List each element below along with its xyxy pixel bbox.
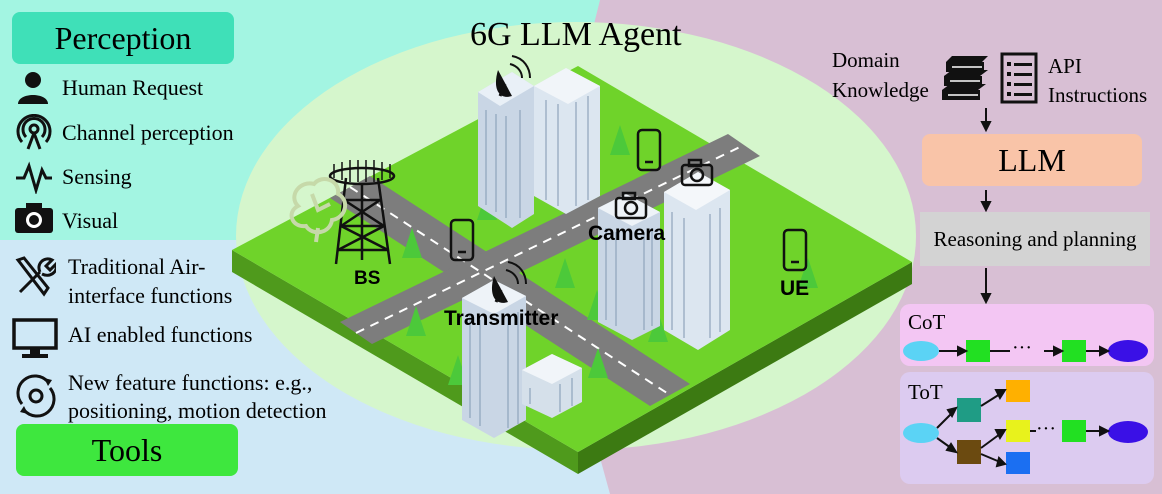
monitor-icon	[12, 318, 58, 358]
tools-item-new-feature-line1: New feature functions: e.g.,	[68, 370, 313, 395]
page-title: 6G LLM Agent	[470, 16, 682, 53]
perception-header: Perception	[12, 12, 234, 64]
tools-icon	[15, 256, 56, 297]
bs-label: BS	[354, 268, 381, 289]
perception-item-sensing: Sensing	[62, 164, 132, 189]
gear-refresh-icon	[16, 374, 56, 418]
reasoning-label: Reasoning and planning	[933, 226, 1137, 251]
perception-item-visual: Visual	[62, 208, 119, 233]
person-icon	[18, 72, 48, 104]
tools-item-traditional-line1: Traditional Air-	[68, 254, 206, 279]
camera-icon	[680, 158, 714, 187]
ue-label: UE	[780, 277, 810, 300]
tools-header-label: Tools	[91, 431, 163, 468]
perception-item-channel-perception: Channel perception	[62, 120, 234, 145]
tools-item-ai-enabled: AI enabled functions	[68, 322, 253, 347]
dish-antenna-icon	[491, 261, 527, 303]
llm-label: LLM	[998, 141, 1066, 178]
camera-icon	[15, 203, 53, 233]
tools-item-new-feature-line2: positioning, motion detection	[68, 398, 327, 423]
cot-label: CoT	[908, 310, 946, 334]
tools-item-traditional-line2: interface functions	[68, 283, 233, 308]
phone-icon	[782, 228, 808, 272]
tools-header: Tools	[16, 424, 238, 476]
tot-label: ToT	[908, 380, 943, 404]
camera-icon	[614, 191, 648, 220]
perception-header-label: Perception	[54, 19, 192, 56]
bs-tower-icon	[328, 166, 396, 265]
transmitter-label: Transmitter	[444, 307, 559, 330]
dish-antenna-icon	[495, 55, 531, 97]
phone-icon	[449, 218, 475, 262]
instructions-icon	[1000, 52, 1038, 104]
domain-knowledge-line1: Domain	[832, 48, 900, 72]
tot-ellipsis: ···	[1036, 418, 1056, 440]
reasoning-box: Reasoning and planning	[920, 212, 1150, 266]
books-icon	[942, 56, 988, 100]
waveform-icon	[16, 161, 52, 194]
brain-icon	[289, 177, 348, 243]
camera-label: Camera	[588, 222, 666, 245]
phone-icon	[636, 128, 662, 172]
cot-ellipsis: ···	[1012, 337, 1032, 359]
perception-item-human-request: Human Request	[62, 75, 204, 100]
api-instructions-line2: Instructions	[1048, 83, 1148, 107]
api-instructions-line1: API	[1048, 54, 1082, 78]
llm-box: LLM	[922, 134, 1142, 186]
domain-knowledge-line2: Knowledge	[832, 78, 929, 102]
signal-icon	[16, 114, 52, 150]
